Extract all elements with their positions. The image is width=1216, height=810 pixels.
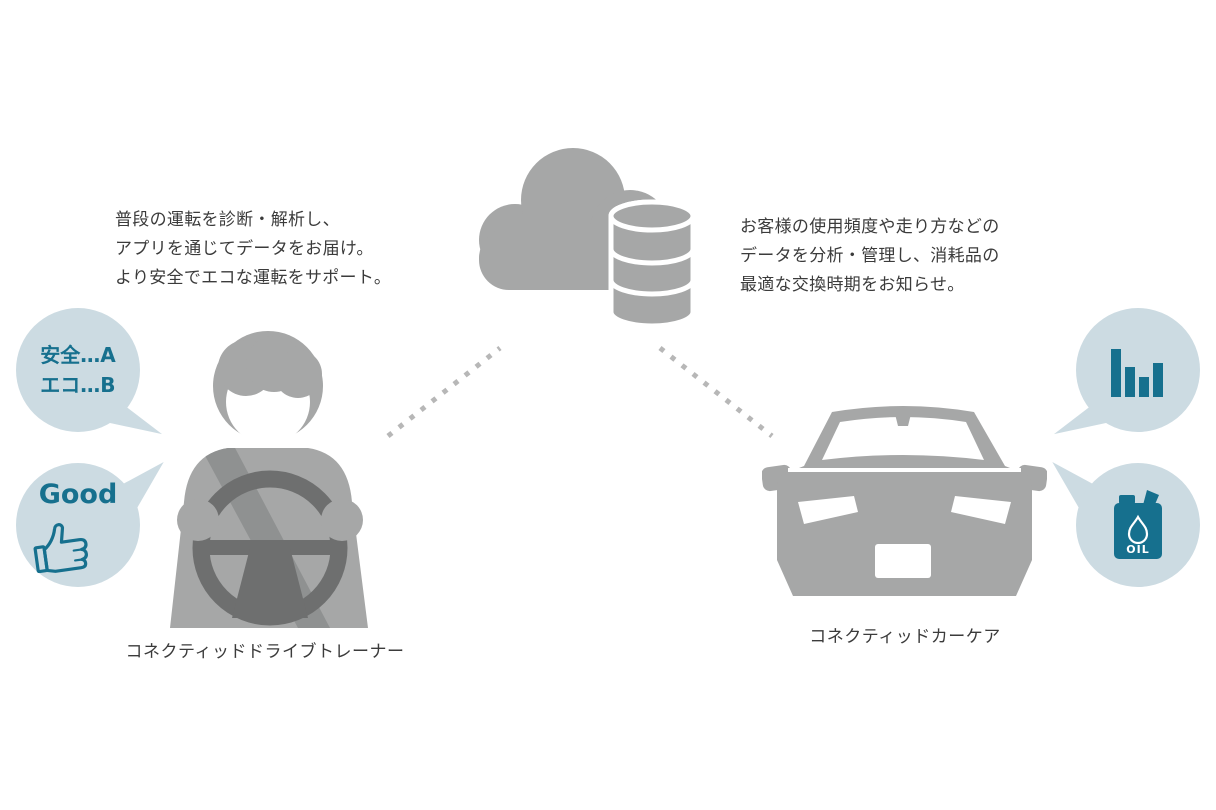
dotted-connector-right: [658, 346, 774, 438]
right-description-line: お客様の使用頻度や走り方などの: [740, 217, 1000, 237]
hair-fringe: [218, 336, 322, 398]
thumbs-up-icon: [32, 519, 94, 577]
left-description: 普段の運転を診断・解析し、 アプリを通じてデータをお届け。 より安全でエコな運転…: [115, 206, 391, 293]
license-plate: [875, 544, 931, 578]
steering-wheel-icon: [192, 470, 348, 626]
right-caption: コネクティッドカーケア: [809, 627, 1001, 647]
right-hand: [321, 499, 363, 541]
windshield: [822, 417, 984, 460]
driver-icon: [170, 331, 368, 628]
left-description-line: 普段の運転を診断・解析し、: [115, 210, 340, 230]
car-icon: [762, 406, 1047, 596]
good-label: Good: [38, 479, 118, 510]
left-description-line: アプリを通じてデータをお届け。: [115, 239, 374, 259]
oil-can-icon: OIL: [1114, 490, 1162, 559]
bar-chart-icon: [1111, 349, 1163, 397]
driver-figure: [170, 331, 368, 628]
right-description-line: 最適な交換時期をお知らせ。: [740, 275, 965, 295]
analytics-bubble: [1076, 308, 1200, 432]
car-figure: [762, 406, 1047, 596]
right-description-line: データを分析・管理し、消耗品の: [740, 246, 1000, 266]
left-headlight: [798, 496, 858, 524]
left-hand: [177, 499, 219, 541]
cloud-database-graphic: [479, 148, 696, 329]
right-headlight: [951, 496, 1011, 524]
rating-text: 安全…A エコ…B: [40, 340, 115, 400]
oil-bubble: OIL: [1076, 463, 1200, 587]
database-icon: [608, 199, 696, 329]
oil-label: OIL: [1126, 543, 1149, 556]
rating-bubble: 安全…A エコ…B: [16, 308, 140, 432]
rating-safety: 安全…A: [40, 343, 116, 367]
rating-eco: エコ…B: [40, 373, 116, 397]
left-description-line: より安全でエコな運転をサポート。: [115, 268, 392, 288]
left-caption: コネクティッドドライブトレーナー: [125, 642, 405, 662]
dotted-connector-left: [386, 346, 502, 438]
right-description: お客様の使用頻度や走り方などの データを分析・管理し、消耗品の 最適な交換時期を…: [740, 213, 1000, 300]
good-bubble: Good: [16, 463, 140, 587]
rearview-mirror: [895, 414, 911, 426]
